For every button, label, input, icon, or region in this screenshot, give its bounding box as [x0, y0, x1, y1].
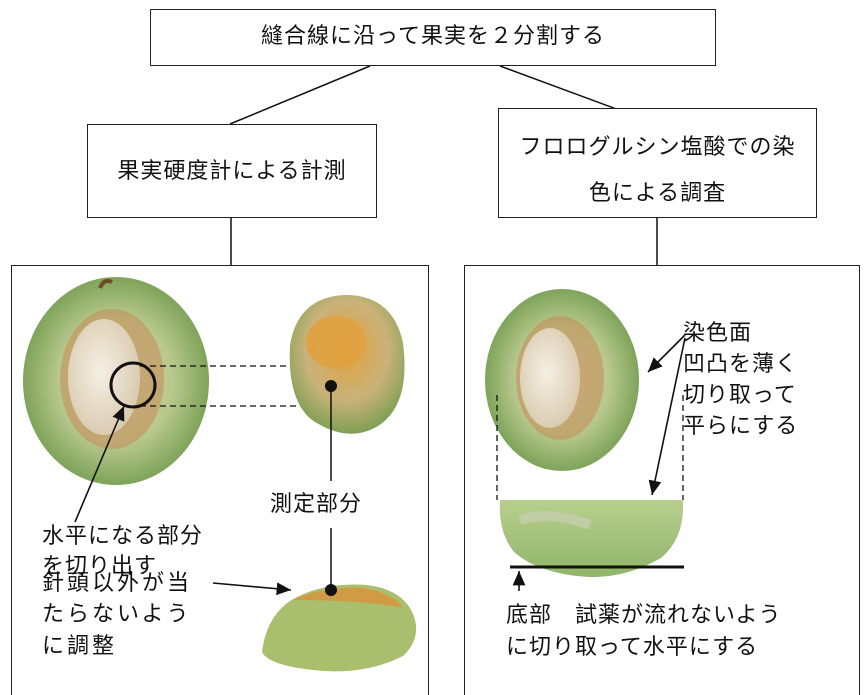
cut-flat-label-2: を切り出す: [42, 554, 158, 579]
stain-arrow-lower: [648, 337, 686, 496]
adjust-label-3: に調整: [42, 634, 118, 659]
adjust-label-1: 針頭以外が当: [42, 571, 193, 596]
right-detail-panel: [464, 265, 860, 695]
measure-part-label: 測定部分: [270, 492, 363, 517]
connector-top-left: [229, 65, 371, 125]
left-method-label: 果実硬度計による計測: [117, 159, 347, 184]
stain-label-1: 染色面: [683, 321, 753, 346]
stain-label-4: 平らにする: [683, 414, 799, 439]
bottom-slice-photo: [497, 500, 684, 578]
left-method-box: 果実硬度計による計測: [87, 124, 377, 218]
right-method-label-2: 色による調査: [588, 181, 727, 206]
trimmed-wedge-photo: [262, 584, 417, 672]
stain-label-2: 凹凸を薄く: [683, 352, 799, 377]
cut-area-circle: [109, 361, 157, 409]
stain-arrow-upper: [647, 334, 686, 373]
left-detail-panel: [11, 265, 429, 695]
cut-arrow: [74, 405, 125, 523]
top-step-box: 縫合線に沿って果実を２分割する: [150, 9, 716, 66]
right-halved-peach-photo: [485, 289, 639, 471]
right-method-label-1: フロログルシン塩酸での染: [519, 135, 796, 160]
stain-label-3: 切り取って: [683, 383, 797, 408]
bottom-label-2: に切り取って水平にする: [506, 635, 759, 660]
adjust-label-2: たらないよう: [42, 602, 192, 627]
bottom-label-1: 底部 試薬が流れないよう: [506, 603, 782, 628]
sliced-core-photo: [289, 295, 405, 434]
right-method-box: フロログルシン塩酸での染 色による調査: [498, 108, 817, 218]
top-step-label: 縫合線に沿って果実を２分割する: [261, 24, 605, 49]
cut-flat-label-1: 水平になる部分: [42, 524, 204, 549]
adjust-arrow: [212, 582, 292, 596]
needle-tip-dot: [325, 584, 337, 596]
